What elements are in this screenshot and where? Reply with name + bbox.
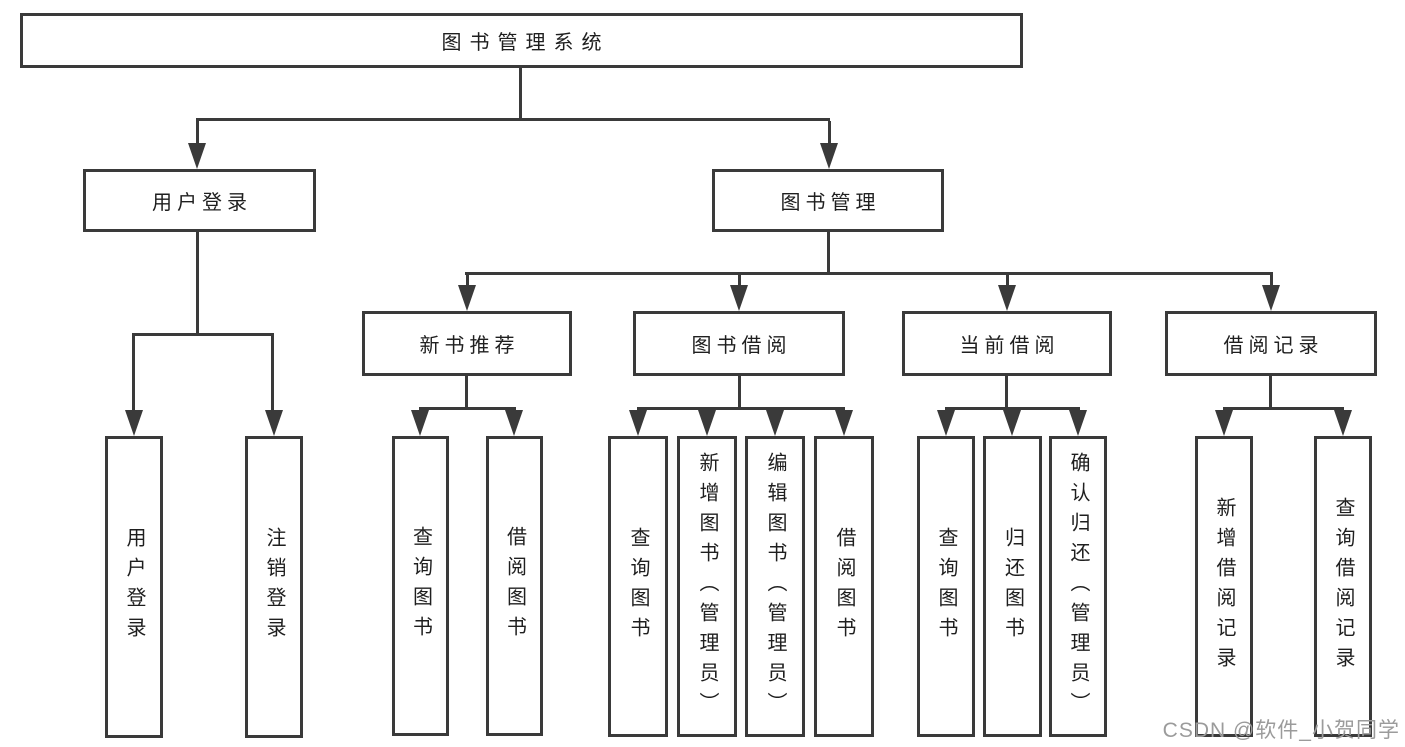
node-book-borrow: 图书借阅 — [633, 311, 845, 376]
arrowhead-to-leaf-logout — [265, 410, 283, 436]
leaf-borrow-borrow-books: 借阅图书 — [814, 436, 874, 737]
arrowhead-to-records-query — [1334, 410, 1352, 436]
arrowhead-to-recommend-borrow — [505, 410, 523, 436]
connector-root-stem — [519, 68, 522, 120]
leaf-label: 归还图书 — [1001, 526, 1024, 647]
connector-borrow-rail — [637, 407, 845, 410]
arrowhead-to-current-confirm — [1069, 410, 1087, 436]
leaf-label: 查询图书 — [935, 526, 957, 647]
connector-manage-drop-4 — [1270, 275, 1273, 285]
arrowhead-to-borrow-edit — [766, 410, 784, 436]
leaf-current-return-books: 归还图书 — [983, 436, 1042, 737]
leaf-records-add-record: 新增借阅记录 — [1195, 436, 1253, 737]
leaf-current-query-books: 查询图书 — [917, 436, 975, 737]
connector-records-rail — [1223, 407, 1344, 410]
leaf-label: 查询借阅记录 — [1332, 496, 1354, 677]
node-new-book-recommend: 新书推荐 — [362, 311, 572, 376]
connector-current-stem — [1005, 376, 1008, 410]
node-borrow-records: 借阅记录 — [1165, 311, 1377, 376]
arrowhead-to-book-management — [820, 143, 838, 169]
node-book-management: 图书管理 — [712, 169, 944, 232]
node-label: 新书推荐 — [419, 335, 520, 357]
connector-root-drop-login — [196, 121, 199, 144]
connector-login-rail — [132, 333, 274, 336]
arrowhead-to-current-query — [937, 410, 955, 436]
leaf-logout: 注销登录 — [245, 436, 303, 738]
leaf-label: 借阅图书 — [833, 526, 855, 647]
arrowhead-to-borrow-borrow — [835, 410, 853, 436]
arrowhead-to-records-add — [1215, 410, 1233, 436]
node-user-login: 用户登录 — [83, 169, 316, 232]
connector-login-drop-1 — [132, 336, 135, 410]
leaf-label: 编辑图书（管理员） — [764, 451, 786, 722]
leaf-borrow-add-books-admin: 新增图书（管理员） — [677, 436, 737, 737]
node-label: 图书管理系统 — [441, 32, 610, 54]
connector-manage-drop-3 — [1006, 275, 1009, 285]
leaf-recommend-query-books: 查询图书 — [392, 436, 449, 736]
leaf-label: 查询图书 — [409, 526, 432, 646]
leaf-label: 确认归还（管理员） — [1067, 451, 1089, 722]
arrowhead-to-borrow-add — [698, 410, 716, 436]
connector-manage-stem — [827, 232, 830, 275]
node-label: 图书借阅 — [691, 335, 792, 357]
connector-recommend-rail — [419, 407, 516, 410]
connector-root-rail — [196, 118, 830, 121]
arrowhead-to-recommend-query — [411, 410, 429, 436]
arrowhead-to-user-login — [188, 143, 206, 169]
arrowhead-to-borrow-query — [629, 410, 647, 436]
connector-manage-rail — [465, 272, 1273, 275]
leaf-borrow-query-books: 查询图书 — [608, 436, 668, 737]
leaf-borrow-edit-books-admin: 编辑图书（管理员） — [745, 436, 805, 737]
connector-current-rail — [945, 407, 1080, 410]
connector-login-drop-2 — [271, 336, 274, 410]
arrowhead-to-borrow-records — [1262, 285, 1280, 311]
connector-manage-drop-2 — [738, 275, 741, 285]
leaf-label: 查询图书 — [627, 526, 649, 647]
leaf-recommend-borrow-books: 借阅图书 — [486, 436, 543, 736]
leaf-label: 新增图书（管理员） — [696, 451, 718, 722]
arrowhead-to-current-return — [1003, 410, 1021, 436]
leaf-label: 用户登录 — [123, 527, 145, 647]
node-label: 借阅记录 — [1223, 335, 1324, 357]
leaf-label: 新增借阅记录 — [1213, 496, 1235, 677]
leaf-label: 借阅图书 — [503, 526, 526, 646]
connector-login-stem — [196, 232, 199, 336]
arrowhead-to-new-book-recommend — [458, 285, 476, 311]
node-label: 图书管理 — [780, 192, 881, 214]
connector-borrow-stem — [738, 376, 741, 410]
leaf-label: 注销登录 — [263, 527, 285, 647]
leaf-user-login: 用户登录 — [105, 436, 163, 738]
arrowhead-to-current-borrow — [998, 285, 1016, 311]
leaf-current-confirm-return-admin: 确认归还（管理员） — [1049, 436, 1107, 737]
leaf-records-query-record: 查询借阅记录 — [1314, 436, 1372, 737]
arrowhead-to-book-borrow — [730, 285, 748, 311]
node-label: 用户登录 — [152, 192, 252, 214]
node-current-borrow: 当前借阅 — [902, 311, 1112, 376]
watermark-text: CSDN @软件_小贺同学 — [1162, 719, 1400, 742]
node-label: 当前借阅 — [959, 335, 1060, 357]
arrowhead-to-leaf-user-login — [125, 410, 143, 436]
connector-root-drop-manage — [828, 121, 831, 144]
connector-recommend-stem — [465, 376, 468, 410]
connector-records-stem — [1269, 376, 1272, 410]
node-library-management-system: 图书管理系统 — [20, 13, 1023, 68]
connector-manage-drop-1 — [466, 275, 469, 285]
